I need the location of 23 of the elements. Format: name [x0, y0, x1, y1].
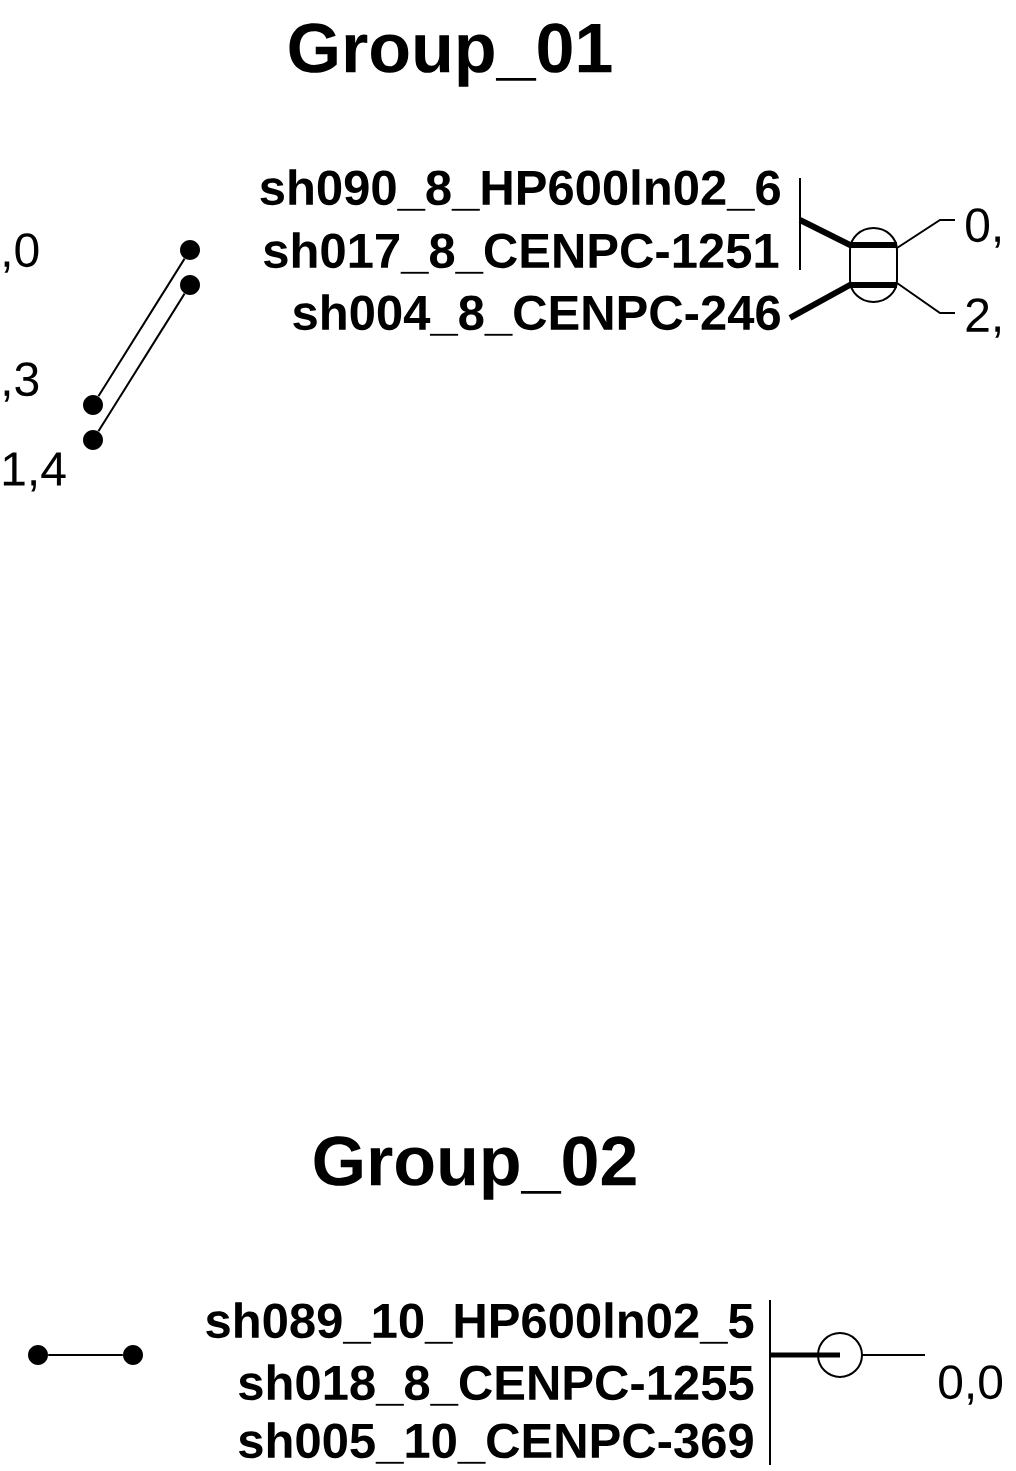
connector-line — [97, 257, 186, 398]
marker-dot — [83, 430, 103, 450]
position-label: 0,0 — [939, 1365, 1003, 1405]
position-label: 1,4 — [3, 452, 66, 492]
connector-line — [47, 1354, 124, 1356]
position-label: 2, — [966, 298, 1000, 338]
marker-label: sh090_8_HP600ln02_6 — [260, 169, 780, 211]
marker-label: sh004_8_CENPC-246 — [293, 294, 780, 336]
marker-label: sh018_8_CENPC-1255 — [239, 1364, 754, 1406]
position-label: ,0 — [4, 233, 39, 273]
group-title: Group_01 — [289, 23, 612, 87]
marker-dot — [28, 1345, 48, 1365]
group-title: Group_02 — [314, 1136, 636, 1200]
marker-label: sh017_8_CENPC-1251 — [264, 232, 779, 274]
position-label: 0, — [966, 208, 1000, 248]
marker-label: sh089_10_HP600ln02_5 — [206, 1302, 754, 1344]
marker-label: sh005_10_CENPC-369 — [239, 1422, 753, 1464]
position-label: ,3 — [4, 362, 39, 402]
connector-line — [97, 292, 186, 433]
marker-dot — [83, 395, 103, 415]
marker-dot — [180, 275, 200, 295]
marker-dot — [123, 1345, 143, 1365]
marker-dot — [180, 240, 200, 260]
